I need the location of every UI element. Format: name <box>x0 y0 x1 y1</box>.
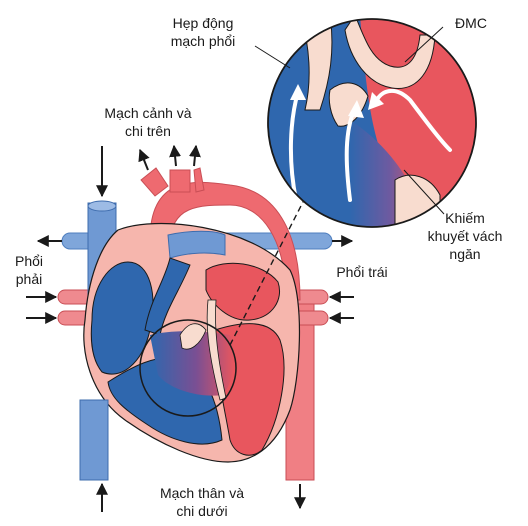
arch-branch-1 <box>140 167 169 197</box>
label-aorta: ĐMC <box>455 15 487 31</box>
inferior-vena-cava <box>79 399 109 481</box>
aortic-arch <box>149 181 301 301</box>
arrow-icon <box>26 144 354 512</box>
left-atrium <box>205 262 280 321</box>
pulmonary-trunk <box>167 230 226 259</box>
arch-branch-2 <box>169 169 191 193</box>
label-right-lung: Phổi phải <box>14 253 44 287</box>
label-pulmonary-stenosis: Hẹp động mạch phổi <box>170 15 236 49</box>
label-body-lower: Mạch thân và chi dưới <box>159 485 245 519</box>
arch-branch-3 <box>193 167 205 193</box>
detail-focus-circle <box>139 319 237 417</box>
label-vsd: Khiếm khuyết vách ngăn <box>427 210 503 262</box>
septum <box>206 299 227 401</box>
zoom-connector <box>229 197 306 346</box>
label-carotid-upper: Mạch cảnh và chi trên <box>104 105 192 139</box>
zoom-detail <box>268 19 476 227</box>
label-left-lung: Phổi trái <box>336 264 388 280</box>
